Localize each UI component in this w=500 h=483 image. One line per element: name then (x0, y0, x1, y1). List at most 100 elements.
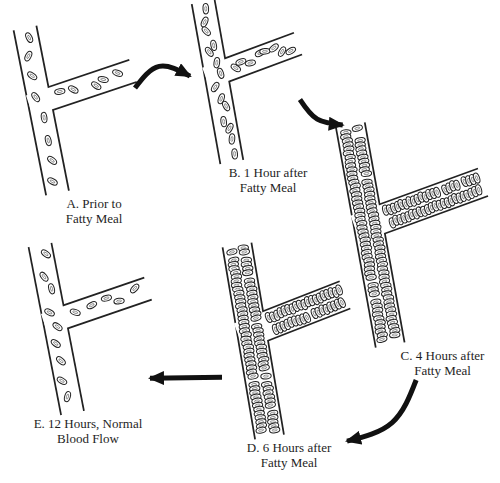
cell-outline (279, 320, 288, 332)
vessel-lumen (252, 295, 345, 331)
red-blood-cell (23, 50, 33, 62)
cell-center (271, 45, 276, 50)
cell-center (33, 94, 38, 99)
cell-center (305, 315, 309, 321)
cell-center (355, 127, 361, 130)
cell-center (43, 252, 48, 257)
red-blood-cell (268, 311, 277, 323)
red-blood-cell (40, 249, 52, 260)
cell-outline (30, 91, 41, 103)
cell-outline (221, 100, 231, 112)
cell-outline (261, 373, 272, 380)
red-blood-cell (279, 320, 288, 332)
cell-center (104, 297, 110, 300)
vessel-wall (252, 295, 345, 331)
cell-outline (216, 68, 225, 80)
cell-outline (226, 248, 238, 256)
red-blood-cell (48, 283, 56, 294)
cell-center (244, 259, 249, 261)
cell-outline (86, 300, 98, 310)
cell-center (93, 83, 98, 87)
stage-label: E. 12 Hours, Normal Blood Flow (27, 416, 149, 446)
stage-label: B. 1 Hour after Fatty Meal (226, 165, 310, 195)
cell-outline (98, 76, 109, 84)
cell-outline (369, 290, 380, 298)
cell-center (219, 71, 223, 77)
cell-center (49, 158, 54, 163)
cell-outline (285, 46, 297, 56)
red-blood-cell (39, 271, 50, 283)
cell-center (233, 151, 235, 156)
cell-outline (204, 46, 215, 58)
cell-outline (337, 297, 347, 309)
cell-center (212, 43, 215, 48)
cell-center (72, 310, 78, 314)
cell-outline (239, 248, 250, 256)
red-blood-cell (376, 335, 388, 343)
cell-outline (41, 112, 48, 123)
red-blood-cell (210, 81, 220, 93)
red-blood-cell (250, 314, 262, 322)
cell-outline (323, 289, 333, 301)
vessel-illustration (222, 245, 347, 437)
cell-outline (203, 3, 209, 14)
cell-outline (129, 283, 140, 294)
red-blood-cell (203, 3, 209, 14)
cell-center (66, 394, 69, 400)
red-blood-cell (255, 426, 266, 434)
cell-center (392, 334, 397, 336)
cell-outline (56, 376, 68, 386)
stage-arrow (150, 377, 222, 378)
stage-panel: E. 12 Hours, Normal Blood Flow (25, 245, 150, 450)
red-blood-cell (54, 88, 65, 95)
cell-center (262, 50, 267, 53)
red-blood-cell (98, 76, 109, 84)
cell-center (244, 333, 249, 336)
red-blood-cell (259, 364, 270, 372)
cell-center (381, 272, 386, 274)
cell-outline (376, 335, 388, 343)
red-blood-cell (225, 122, 235, 134)
cell-center (242, 250, 248, 253)
red-blood-cell (323, 289, 333, 301)
red-blood-cell (221, 100, 231, 112)
cell-center (70, 87, 76, 91)
cell-outline (24, 32, 34, 44)
cell-outline (200, 16, 209, 28)
cell-outline (231, 148, 237, 159)
cell-center (477, 187, 480, 193)
red-blood-cell (268, 42, 280, 53)
cell-center (263, 375, 268, 377)
red-blood-cell (55, 355, 67, 366)
cell-outline (352, 124, 363, 132)
cell-center (58, 358, 63, 363)
red-blood-cell (41, 112, 48, 123)
red-blood-cell (30, 91, 41, 103)
cell-outline (433, 186, 442, 198)
cell-outline (269, 426, 280, 433)
cell-outline (361, 170, 372, 177)
cell-center (42, 274, 47, 279)
cell-center (205, 6, 207, 11)
red-blood-cell (235, 57, 247, 66)
cell-center (435, 190, 439, 196)
cell-center (272, 429, 277, 432)
red-blood-cell (440, 184, 450, 196)
cell-outline (101, 294, 113, 302)
cell-center (268, 404, 274, 407)
red-blood-cell (472, 172, 481, 184)
cell-center (203, 19, 207, 25)
stage-panel: C. 4 Hours after Fatty Meal (332, 125, 485, 380)
red-blood-cell (201, 25, 212, 36)
connector-group (135, 66, 416, 441)
red-blood-cell (63, 391, 71, 403)
red-blood-cell (56, 376, 68, 386)
red-blood-cell (261, 373, 272, 380)
cell-center (224, 103, 228, 109)
cell-center (219, 96, 223, 102)
cell-outline (229, 133, 236, 144)
red-blood-cell (463, 189, 472, 201)
cell-outline (201, 25, 212, 36)
cell-center (340, 300, 344, 306)
